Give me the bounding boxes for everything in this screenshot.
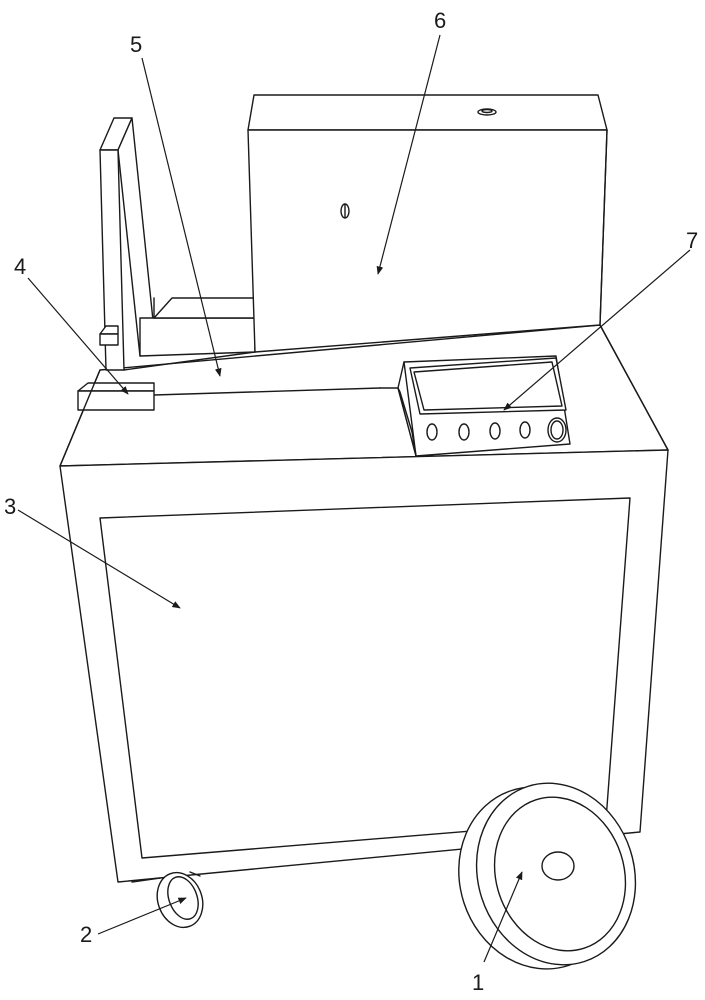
clamp-block bbox=[77, 325, 155, 411]
upright-plate bbox=[99, 117, 155, 371]
callout-4: 4 bbox=[14, 254, 26, 279]
leader-7 bbox=[503, 249, 691, 411]
leader-4 bbox=[27, 277, 129, 395]
hub-icon bbox=[541, 851, 575, 881]
leader-5 bbox=[141, 57, 222, 377]
leader-3 bbox=[17, 509, 181, 609]
callout-7: 7 bbox=[686, 228, 698, 253]
plate-bracket bbox=[139, 297, 256, 357]
callout-1: 1 bbox=[472, 970, 484, 995]
callout-2: 2 bbox=[80, 922, 92, 947]
button-1-icon bbox=[426, 423, 438, 441]
callout-6: 6 bbox=[434, 8, 446, 33]
large-wheel bbox=[458, 782, 637, 970]
button-4-icon bbox=[519, 421, 531, 439]
control-panel bbox=[397, 355, 571, 457]
leader-1 bbox=[483, 871, 523, 963]
display-screen bbox=[409, 357, 567, 415]
callout-3: 3 bbox=[4, 494, 16, 519]
leader-lines bbox=[17, 34, 691, 963]
leader-6 bbox=[376, 34, 441, 275]
button-3-icon bbox=[489, 422, 501, 440]
deck-edges bbox=[123, 351, 399, 396]
callout-5: 5 bbox=[130, 32, 142, 57]
housing-box bbox=[247, 94, 608, 353]
button-2-icon bbox=[458, 423, 470, 441]
callout-labels: 5 6 4 7 3 2 1 bbox=[4, 8, 698, 995]
leader-2 bbox=[97, 897, 187, 935]
